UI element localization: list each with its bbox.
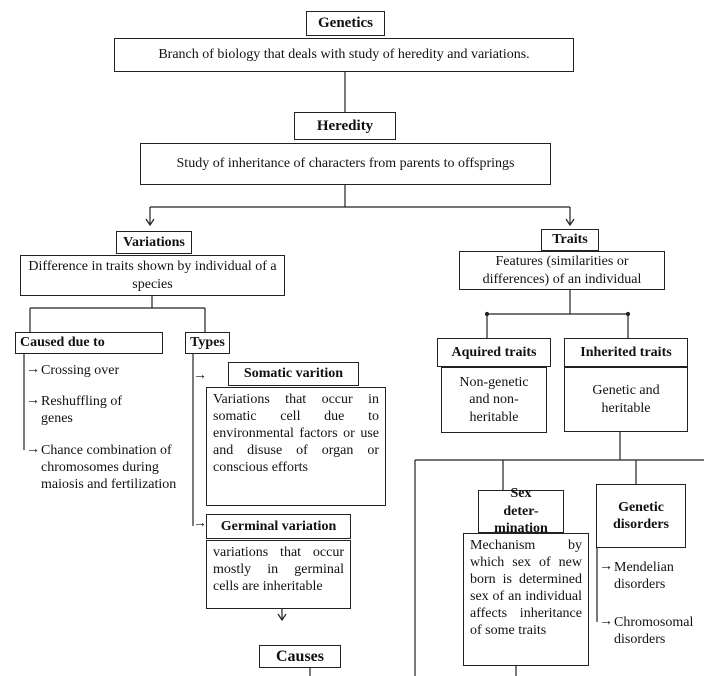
arrow-icon: → <box>26 362 40 377</box>
inherited-traits-title: Inherited traits <box>580 344 672 360</box>
arrow-icon: → <box>193 368 207 383</box>
variations-title-box: Variations <box>116 231 192 254</box>
acquired-traits-description: Non-genetic and non-heritable <box>459 374 529 425</box>
arrow-icon: → <box>599 559 613 574</box>
genetics-definition-box: Branch of biology that deals with study … <box>114 38 574 72</box>
caused-item: Chance combination of chromosomes during… <box>41 443 177 493</box>
arrow-icon: → <box>193 516 207 531</box>
sex-determination-title: Sex deter-mination <box>494 486 548 537</box>
germinal-description-box: variations that occur mostly in germinal… <box>206 540 351 609</box>
somatic-description: Variations that occur in somatic cell du… <box>213 392 379 476</box>
acquired-traits-description-box: Non-genetic and non-heritable <box>441 367 547 433</box>
traits-title: Traits <box>552 232 588 248</box>
caused-item: Reshuffling of genes <box>41 394 123 427</box>
somatic-description-box: Variations that occur in somatic cell du… <box>206 387 386 506</box>
inherited-traits-description: Genetic and heritable <box>592 383 660 416</box>
genetics-title-box: Genetics <box>306 11 385 36</box>
somatic-title: Somatic varition <box>243 366 344 382</box>
heredity-definition: Study of inheritance of characters from … <box>176 156 515 172</box>
traits-definition: Features (similarities or differences) o… <box>482 254 642 287</box>
causes-title: Causes <box>275 647 324 665</box>
heredity-title: Heredity <box>316 117 374 134</box>
genetic-disorder-item: Mendelian disorders <box>614 560 674 593</box>
traits-title-box: Traits <box>541 229 599 251</box>
arrow-icon: → <box>26 442 40 457</box>
genetic-disorders-title-box: Genetic disorders <box>596 484 686 548</box>
variations-definition-box: Difference in traits shown by individual… <box>20 255 285 296</box>
causes-title-box: Causes <box>259 645 341 668</box>
germinal-title: Germinal variation <box>220 518 337 534</box>
genetics-definition: Branch of biology that deals with study … <box>158 47 530 63</box>
inherited-traits-title-box: Inherited traits <box>564 338 688 367</box>
sex-determination-description-box: Mechanism by which sex of new born is de… <box>463 533 589 666</box>
sex-determination-description: Mechanism by which sex of new born is de… <box>470 538 582 639</box>
acquired-traits-title-box: Aquired traits <box>437 338 551 367</box>
caused-due-to-title-box: Caused due to <box>15 332 163 354</box>
germinal-title-box: Germinal variation <box>206 514 351 539</box>
somatic-title-box: Somatic varition <box>228 362 359 386</box>
caused-due-to-title: Caused due to <box>20 335 105 351</box>
germinal-description: variations that occur mostly in germinal… <box>213 545 344 595</box>
genetic-disorders-title: Genetic disorders <box>613 499 669 533</box>
heredity-definition-box: Study of inheritance of characters from … <box>140 143 551 185</box>
acquired-traits-title: Aquired traits <box>451 344 537 360</box>
variations-title: Variations <box>123 234 185 250</box>
arrow-icon: → <box>599 614 613 629</box>
heredity-title-box: Heredity <box>294 112 396 140</box>
caused-item: Crossing over <box>41 363 120 378</box>
genetics-title: Genetics <box>318 15 373 32</box>
traits-definition-box: Features (similarities or differences) o… <box>459 251 665 290</box>
types-title-box: Types <box>185 332 230 354</box>
genetic-disorder-item: Chromosomal disorders <box>614 615 694 648</box>
arrow-icon: → <box>26 393 40 408</box>
variations-definition: Difference in traits shown by individual… <box>28 259 277 292</box>
types-title: Types <box>190 335 225 351</box>
sex-determination-title-box: Sex deter-mination <box>478 486 564 536</box>
inherited-traits-description-box: Genetic and heritable <box>564 367 688 432</box>
